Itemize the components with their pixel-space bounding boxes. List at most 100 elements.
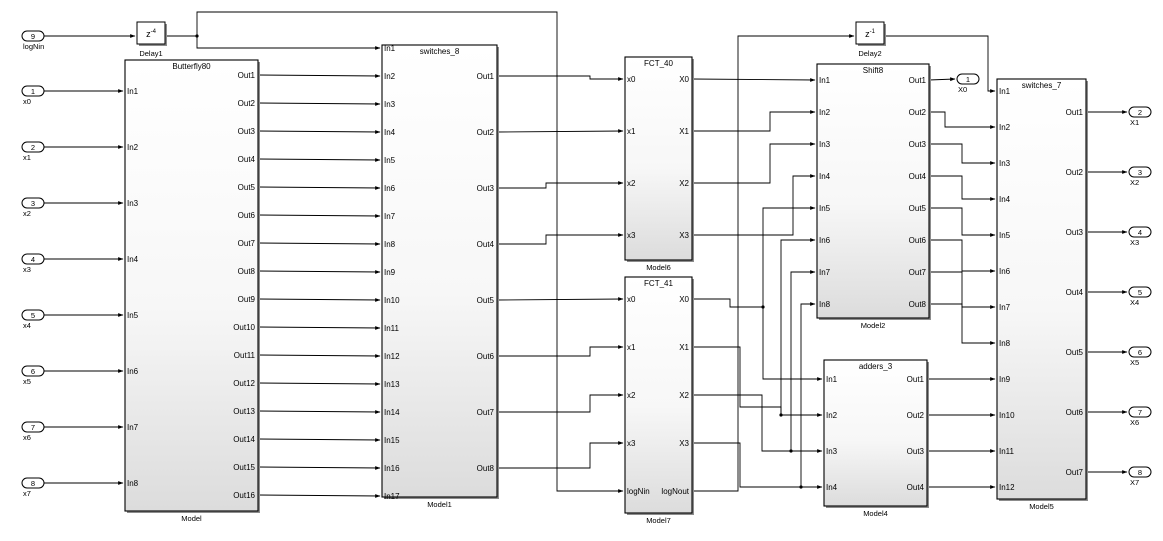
signal-line[interactable] (929, 143, 996, 165)
outport[interactable] (1128, 226, 1152, 238)
signal-line[interactable] (929, 303, 996, 345)
inport[interactable] (21, 141, 45, 153)
inport[interactable] (21, 309, 45, 321)
signal-line[interactable] (929, 175, 996, 201)
outport[interactable] (1128, 466, 1152, 478)
shift8-block[interactable] (816, 63, 930, 319)
butterfly-input-port-label: In2 (127, 143, 139, 152)
signal-line[interactable] (257, 326, 381, 330)
switches8-output-port-label: Out1 (477, 72, 495, 81)
signal-line[interactable] (929, 239, 996, 273)
signal-line[interactable] (257, 74, 381, 78)
signal-line[interactable] (257, 102, 381, 106)
signal-line[interactable] (929, 271, 996, 309)
switches8-input-port-label: In17 (384, 492, 400, 501)
signal-line[interactable] (928, 77, 956, 82)
switches7-input-port-label: In2 (999, 123, 1011, 132)
signal-line[interactable] (496, 129, 624, 133)
signal-line[interactable] (800, 302, 816, 487)
fct40-input-port-label: x0 (627, 75, 636, 84)
inport[interactable] (21, 421, 45, 433)
outport[interactable] (956, 73, 980, 85)
butterfly-output-port-label: Out7 (238, 239, 256, 248)
signal-line[interactable] (692, 394, 823, 453)
outport[interactable] (1128, 406, 1152, 418)
shift8-output-port-label: Out6 (909, 236, 927, 245)
signal-line[interactable] (497, 441, 624, 469)
shift8-output-port-label: Out3 (909, 140, 927, 149)
signal-line[interactable] (257, 270, 381, 274)
signal-line[interactable] (692, 174, 816, 236)
signal-line[interactable] (257, 158, 381, 162)
outport[interactable] (1128, 166, 1152, 178)
signal-line[interactable] (257, 354, 381, 358)
outport[interactable] (1128, 106, 1152, 118)
signal-line[interactable] (692, 34, 855, 492)
switches8-block[interactable] (381, 44, 498, 498)
adders3-block[interactable] (823, 359, 928, 507)
switches7-input-port-label: In8 (999, 339, 1011, 348)
signal-line[interactable] (497, 233, 624, 245)
signal-line[interactable] (692, 110, 816, 132)
signal-line[interactable] (257, 410, 381, 414)
inport[interactable] (21, 365, 45, 377)
signal-line[interactable] (165, 35, 381, 50)
switches7-block-title: switches_7 (1022, 81, 1062, 90)
signal-line[interactable] (257, 130, 381, 134)
delay-block[interactable] (855, 21, 885, 45)
signal-line[interactable] (692, 442, 823, 489)
butterfly-block[interactable] (124, 59, 259, 512)
switches7-output-port-label: Out3 (1066, 228, 1084, 237)
signal-line[interactable] (496, 297, 624, 301)
signal-line[interactable] (780, 238, 816, 415)
inport[interactable] (21, 253, 45, 265)
inport[interactable] (21, 477, 45, 489)
fct41-output-port-label: X0 (679, 295, 689, 304)
signal-line[interactable] (497, 345, 624, 357)
signal-line[interactable] (929, 111, 996, 129)
signal-line[interactable] (257, 382, 381, 386)
butterfly-output-port-label: Out2 (238, 99, 256, 108)
outport-label: X4 (1130, 298, 1139, 307)
signal-line[interactable] (257, 298, 381, 302)
signal-line[interactable] (497, 75, 624, 81)
signal-line[interactable] (257, 494, 381, 498)
inport[interactable] (21, 30, 45, 42)
inport[interactable] (21, 197, 45, 209)
outport-number: 1 (966, 75, 970, 84)
inport-label: x3 (23, 265, 31, 274)
switches7-block[interactable] (996, 78, 1087, 500)
signal-line[interactable] (790, 270, 816, 451)
delay-block[interactable] (136, 21, 166, 45)
signal-line[interactable] (929, 207, 996, 237)
signal-line[interactable] (692, 142, 816, 184)
signal-line[interactable] (497, 181, 624, 189)
signal-line[interactable] (257, 242, 381, 246)
shift8-output-port-label: Out4 (909, 172, 927, 181)
shift8-input-port-label: In1 (819, 76, 831, 85)
signal-line[interactable] (497, 393, 624, 413)
signal-line[interactable] (762, 307, 823, 381)
butterfly-input-port-label: In8 (127, 479, 139, 488)
signal-line[interactable] (196, 11, 624, 493)
outport-label: X2 (1130, 178, 1139, 187)
outport[interactable] (1128, 286, 1152, 298)
signal-line[interactable] (257, 186, 381, 190)
fct40-block[interactable] (624, 56, 693, 261)
shift8-output-port-label: Out7 (909, 268, 927, 277)
fct41-block[interactable] (624, 276, 693, 514)
signal-line[interactable] (692, 206, 816, 308)
signal-line[interactable] (691, 78, 816, 82)
signal-line[interactable] (257, 466, 381, 470)
switches8-input-port-label: In16 (384, 464, 400, 473)
signal-line[interactable] (692, 346, 823, 417)
inport[interactable] (21, 85, 45, 97)
inport-label: x0 (23, 97, 31, 106)
butterfly-block-title: Butterfly80 (172, 62, 211, 71)
outport[interactable] (1128, 346, 1152, 358)
signal-line[interactable] (257, 438, 381, 442)
signal-line[interactable] (257, 214, 381, 218)
switches7-input-port-label: In4 (999, 195, 1011, 204)
signal-line[interactable] (884, 35, 996, 93)
